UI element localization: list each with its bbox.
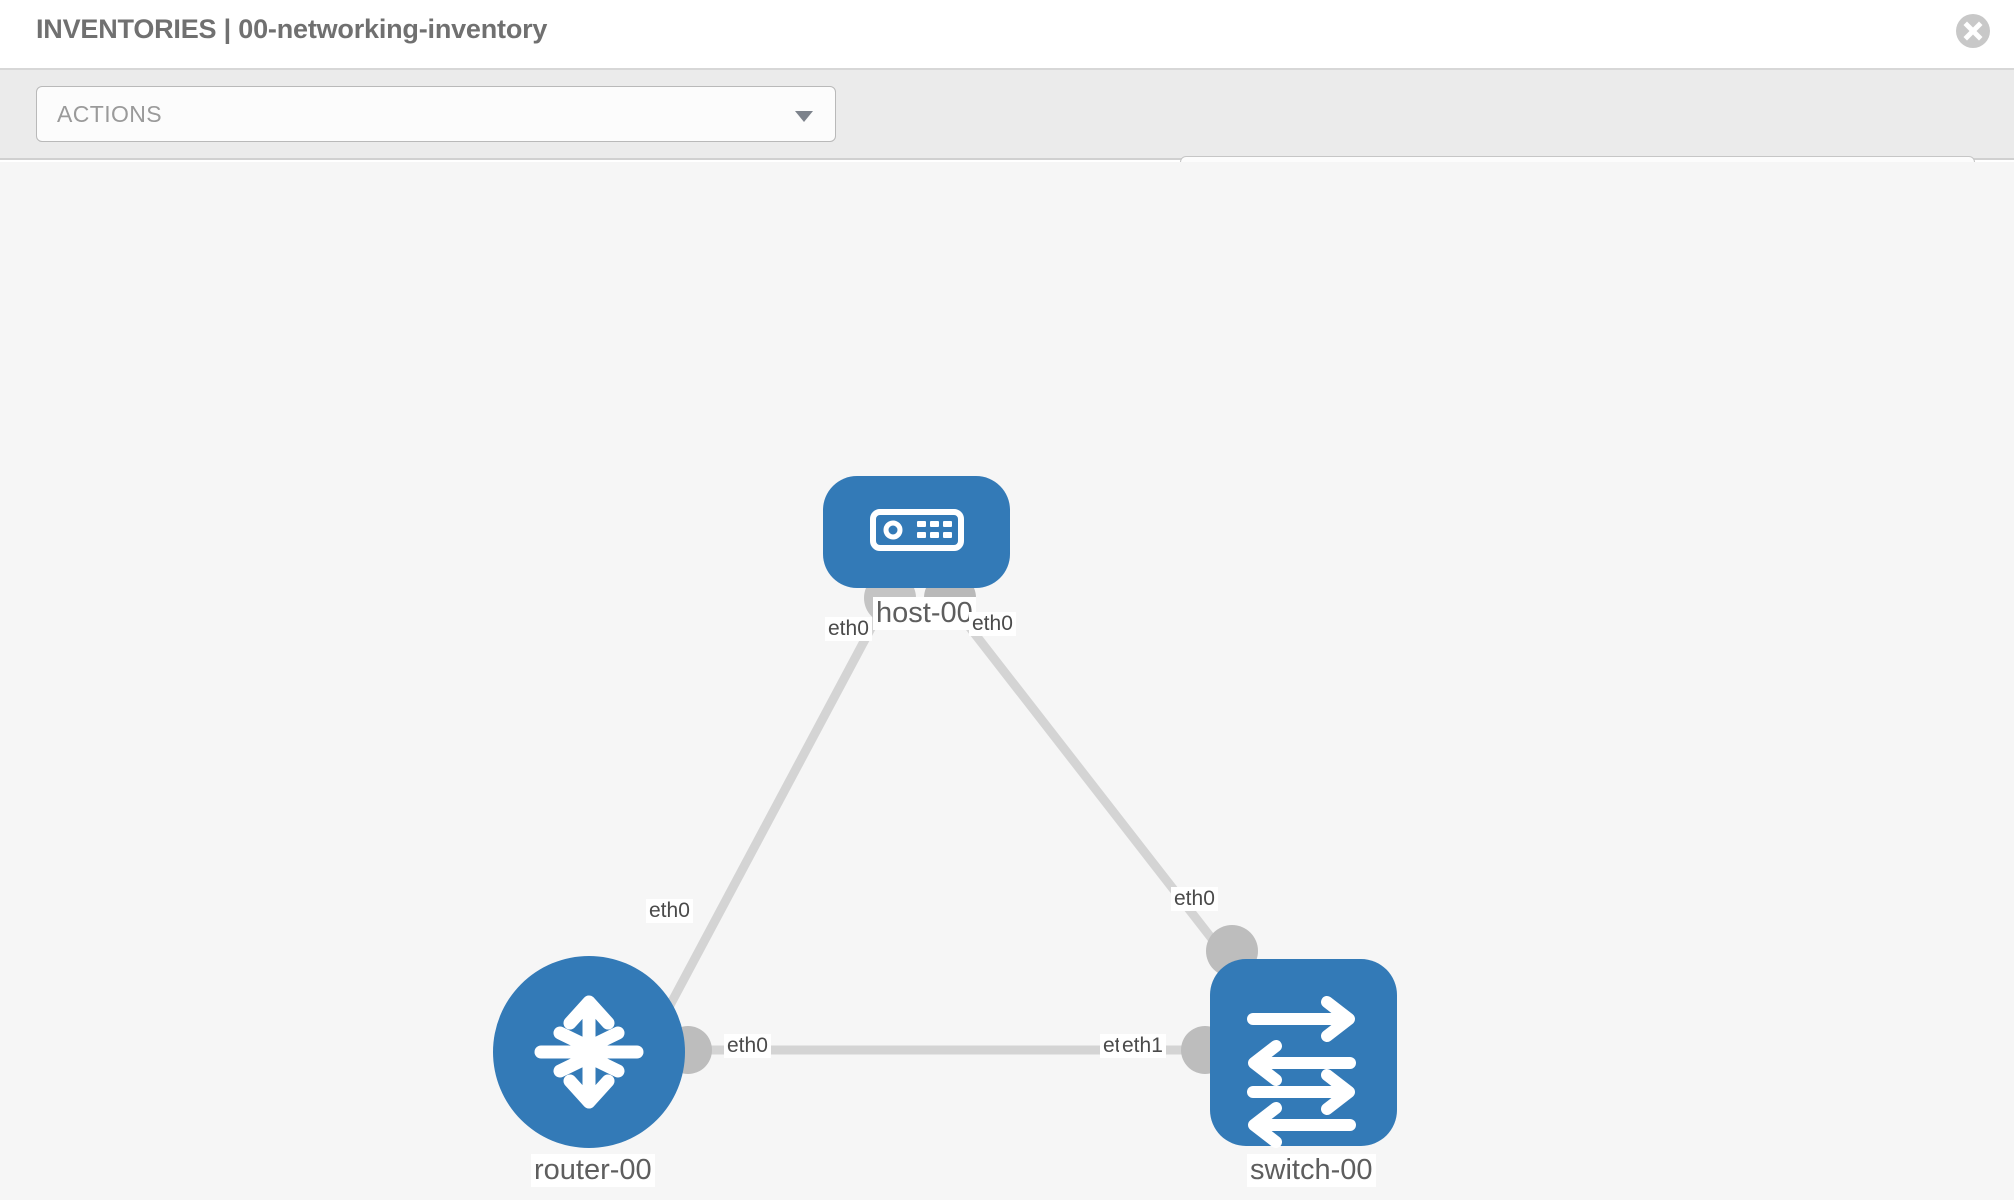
actions-dropdown[interactable]: ACTIONS [36,86,836,142]
topology-links [656,599,1234,1055]
topology-canvas[interactable]: host-00 router-00 switch-00 eth0 eth0 et… [0,162,2014,1200]
iface-label-host-eth0-right: eth0 [969,612,1016,636]
switch-arrows-icon [1247,996,1356,1148]
page-title: INVENTORIES | 00-networking-inventory [36,14,548,44]
page-header: INVENTORIES | 00-networking-inventory [0,0,2014,70]
iface-label-router-eth0-right: eth0 [724,1034,771,1058]
iface-label-switch-eth1: eth1 [1119,1034,1166,1058]
node-router-00[interactable] [493,956,685,1148]
iface-label-router-eth0-up: eth0 [646,899,693,923]
node-label-switch-00: switch-00 [1247,1154,1376,1187]
link-host-router[interactable] [656,599,889,1027]
chevron-down-icon [795,111,813,122]
close-icon[interactable] [1956,14,1990,48]
topology-graph [493,476,1397,1148]
router-four-arrows-icon [534,995,644,1109]
iface-label-host-eth0-left: eth0 [825,617,872,641]
node-label-router-00: router-00 [531,1154,655,1187]
topology-connectors [664,572,1258,1074]
toolbar: ACTIONS SEARCH [0,70,2014,212]
node-label-host-00: host-00 [873,597,976,630]
close-x-glyph [1963,21,1983,41]
node-switch-00[interactable] [1210,959,1397,1148]
server-device-icon [870,509,964,551]
iface-label-switch-eth0-up: eth0 [1171,887,1218,911]
actions-dropdown-label: ACTIONS [57,101,163,127]
node-host-00[interactable] [823,476,1010,588]
